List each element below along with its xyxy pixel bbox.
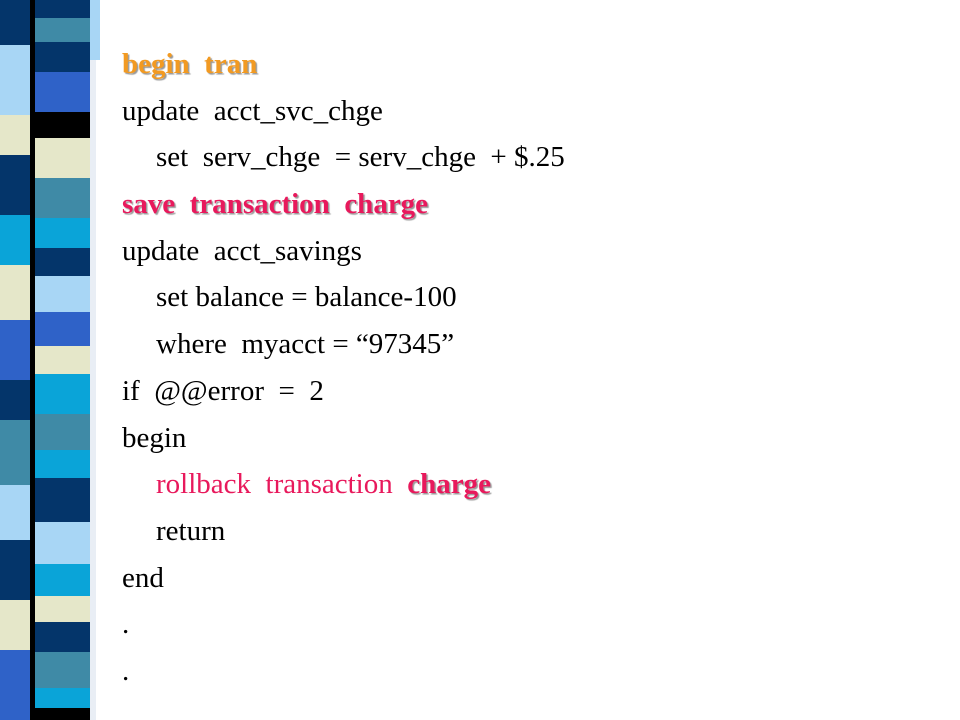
code-line-10: rollback transaction charge xyxy=(122,461,565,508)
code-line-6: set balance = balance-100 xyxy=(156,281,457,314)
code-line-7: where myacct = “97345” xyxy=(156,328,455,361)
keyword-save-transaction: save transaction charge xyxy=(122,188,429,221)
code-line-5: update acct_savings xyxy=(122,234,362,267)
code-line-1: begin tran xyxy=(122,41,565,88)
decorative-stripe-bar xyxy=(0,0,110,720)
code-line-8: if @@error = 2 xyxy=(122,374,324,407)
code-line-9: begin xyxy=(122,421,187,454)
code-listing: begin tran update acct_svc_chge set serv… xyxy=(122,41,565,695)
rollback-transaction-text: rollback transaction xyxy=(156,468,408,501)
code-line-14: . xyxy=(122,654,130,687)
code-line-3: set serv_chge = serv_chge + $.25 xyxy=(156,141,565,174)
code-line-11: return xyxy=(156,514,226,547)
keyword-begin-tran: begin tran xyxy=(122,48,258,80)
code-line-4: save transaction charge xyxy=(122,181,565,228)
code-line-13: . xyxy=(122,608,130,641)
code-line-2: update acct_svc_chge xyxy=(122,94,383,127)
keyword-charge: charge xyxy=(407,468,491,501)
code-line-12: end xyxy=(122,561,164,594)
